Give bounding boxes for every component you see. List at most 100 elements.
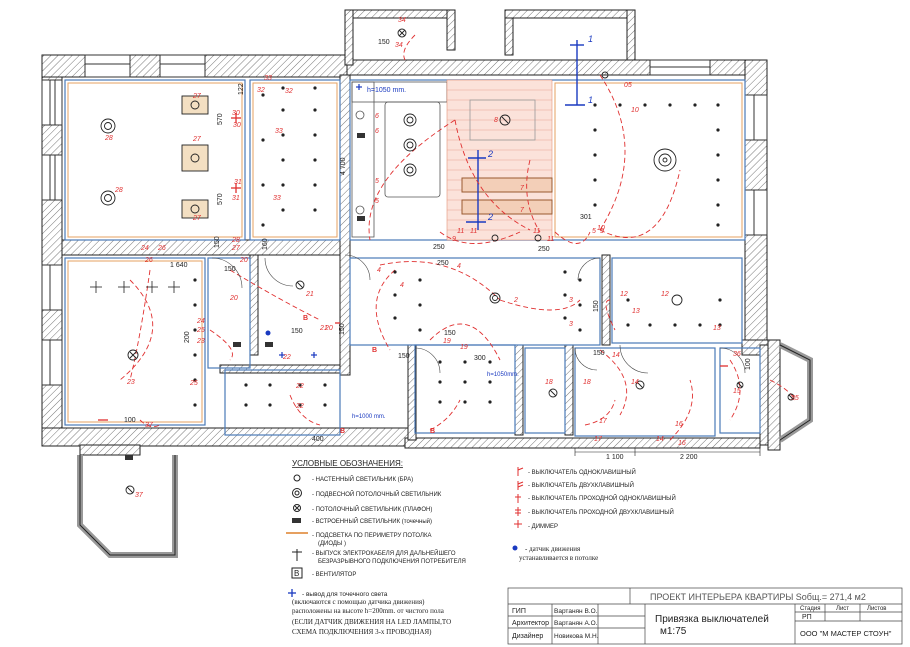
- legend-pendant: - ПОДВЕСНОЙ ПОТОЛОЧНЫЙ СВЕТИЛЬНИК: [312, 490, 442, 498]
- legend-sw4: - ВЫКЛЮЧАТЕЛЬ ПРОХОДНОЙ ДВУХКЛАВИШНЫЙ: [528, 508, 674, 516]
- switch-4-icon: [515, 507, 521, 516]
- dim: 150: [214, 236, 221, 248]
- svg-text:33: 33: [273, 195, 281, 202]
- name-gip: Вартанян В.О.: [554, 608, 598, 615]
- svg-text:28: 28: [114, 187, 123, 194]
- svg-text:26: 26: [157, 245, 166, 252]
- switches: [98, 113, 728, 421]
- svg-text:5: 5: [375, 198, 379, 205]
- svg-text:B: B: [430, 428, 435, 435]
- sheet-scale: м1:75: [660, 626, 687, 637]
- legend: УСЛОВНЫЕ ОБОЗНАЧЕНИЯ: - НАСТЕННЫЙ СВЕТИЛ…: [286, 459, 676, 636]
- svg-text:9: 9: [600, 228, 604, 235]
- svg-text:B: B: [303, 315, 308, 322]
- svg-text:12: 12: [620, 291, 628, 298]
- svg-text:4: 4: [400, 282, 404, 289]
- legend-spot-out-3: расположены на высоте h=200mm. от чистог…: [292, 607, 445, 615]
- dim: 570: [217, 193, 224, 205]
- svg-text:16: 16: [678, 440, 686, 447]
- svg-text:24: 24: [196, 318, 205, 325]
- svg-text:23: 23: [126, 379, 135, 386]
- svg-text:5: 5: [375, 178, 379, 185]
- svg-text:11: 11: [547, 236, 554, 243]
- svg-text:15: 15: [733, 388, 741, 395]
- stair-label-1: 1: [588, 34, 593, 44]
- dim: 150: [224, 266, 236, 273]
- spot-lights: [193, 86, 722, 407]
- svg-text:6: 6: [375, 128, 379, 135]
- spot-output-icon: [288, 589, 296, 597]
- svg-text:2: 2: [513, 297, 518, 304]
- dimensions: 150 h=1050 mm. 4 700 122 570 570 150 160…: [124, 39, 752, 461]
- svg-text:22: 22: [282, 354, 291, 361]
- name-architect: Вартанян А.О.: [554, 620, 598, 627]
- legend-wall-lamp: - НАСТЕННЫЙ СВЕТИЛЬНИК (БРА): [312, 475, 413, 483]
- sheets-header: Листов: [867, 606, 887, 612]
- svg-text:30: 30: [232, 110, 240, 117]
- motion-sensors: [265, 330, 271, 336]
- legend-sw1: - ВЫКЛЮЧАТЕЛЬ ОДНОКЛАВИШНЫЙ: [528, 468, 636, 476]
- svg-text:37: 37: [135, 492, 144, 499]
- svg-text:30: 30: [233, 122, 241, 129]
- svg-text:20: 20: [229, 295, 238, 302]
- vent-icon-letter: В: [294, 569, 299, 578]
- dim: 570: [217, 113, 224, 125]
- svg-text:6: 6: [375, 113, 379, 120]
- svg-text:24: 24: [140, 245, 149, 252]
- svg-text:4: 4: [457, 263, 461, 270]
- svg-text:32: 32: [285, 88, 293, 95]
- dim: 100: [745, 358, 752, 370]
- dim: 400: [312, 436, 324, 443]
- svg-text:14: 14: [631, 379, 639, 386]
- dim: 2 200: [680, 454, 698, 461]
- legend-cable-1: - ВЫПУСК ЭЛЕКТРОКАБЕЛЯ ДЛЯ ДАЛЬНЕЙШЕГО: [312, 549, 456, 557]
- cable-icon: [292, 549, 302, 561]
- svg-text:22: 22: [295, 383, 304, 390]
- svg-text:7: 7: [520, 185, 525, 192]
- svg-text:05: 05: [624, 82, 632, 89]
- svg-text:12: 12: [661, 291, 669, 298]
- svg-text:8: 8: [494, 117, 498, 124]
- svg-text:13: 13: [713, 325, 721, 332]
- dim: 100: [124, 417, 136, 424]
- legend-cable-2: БЕЗРАЗРЫВНОГО ПОДКЛЮЧЕНИЯ ПОТРЕБИТЕЛЯ: [318, 559, 466, 565]
- svg-text:10: 10: [597, 225, 605, 232]
- legend-sw2: - ВЫКЛЮЧАТЕЛЬ ДВУХКЛАВИШНЫЙ: [528, 481, 634, 489]
- dim: 122: [238, 83, 245, 95]
- dim: 250: [437, 260, 449, 267]
- dim: 150: [339, 323, 346, 335]
- dim: 200: [184, 331, 191, 343]
- sheet-title: Привязка выключателей: [655, 614, 769, 625]
- dim: 1 640: [170, 262, 188, 269]
- svg-text:37: 37: [145, 422, 154, 429]
- legend-ceiling: - ПОТОЛОЧНЫЙ СВЕТИЛЬНИК (ПЛАФОН): [312, 505, 432, 513]
- switch-3-icon: [515, 494, 521, 503]
- dim: 250: [433, 244, 445, 251]
- legend-strip-1: - ПОДСВЕТКА ПО ПЕРИМЕТРУ ПОТОЛКА: [312, 533, 431, 539]
- spot-icon: [292, 518, 301, 523]
- walls: [41, 9, 781, 456]
- dim: 150: [291, 328, 303, 335]
- dim: 300: [474, 355, 486, 362]
- svg-text:25: 25: [196, 327, 205, 334]
- company-name: ООО "М МАСТЕР СТОУН": [800, 629, 892, 638]
- dim: 301: [580, 214, 592, 221]
- svg-text:27: 27: [231, 245, 241, 252]
- dim-line: [574, 448, 761, 456]
- svg-text:B: B: [340, 428, 345, 435]
- balconies: [77, 342, 813, 558]
- svg-text:34: 34: [395, 42, 403, 49]
- svg-text:5: 5: [592, 228, 596, 235]
- stair-label-4: 2: [487, 212, 493, 222]
- dim: h=1000 mm.: [352, 414, 386, 420]
- dining-area: [446, 79, 553, 241]
- svg-text:17: 17: [599, 418, 608, 425]
- svg-text:21: 21: [319, 325, 328, 332]
- role-designer: Дизайнер: [512, 632, 543, 640]
- svg-text:32: 32: [257, 87, 265, 94]
- svg-text:11: 11: [533, 228, 540, 235]
- switch-1-icon: [517, 467, 524, 476]
- svg-text:19: 19: [443, 338, 451, 345]
